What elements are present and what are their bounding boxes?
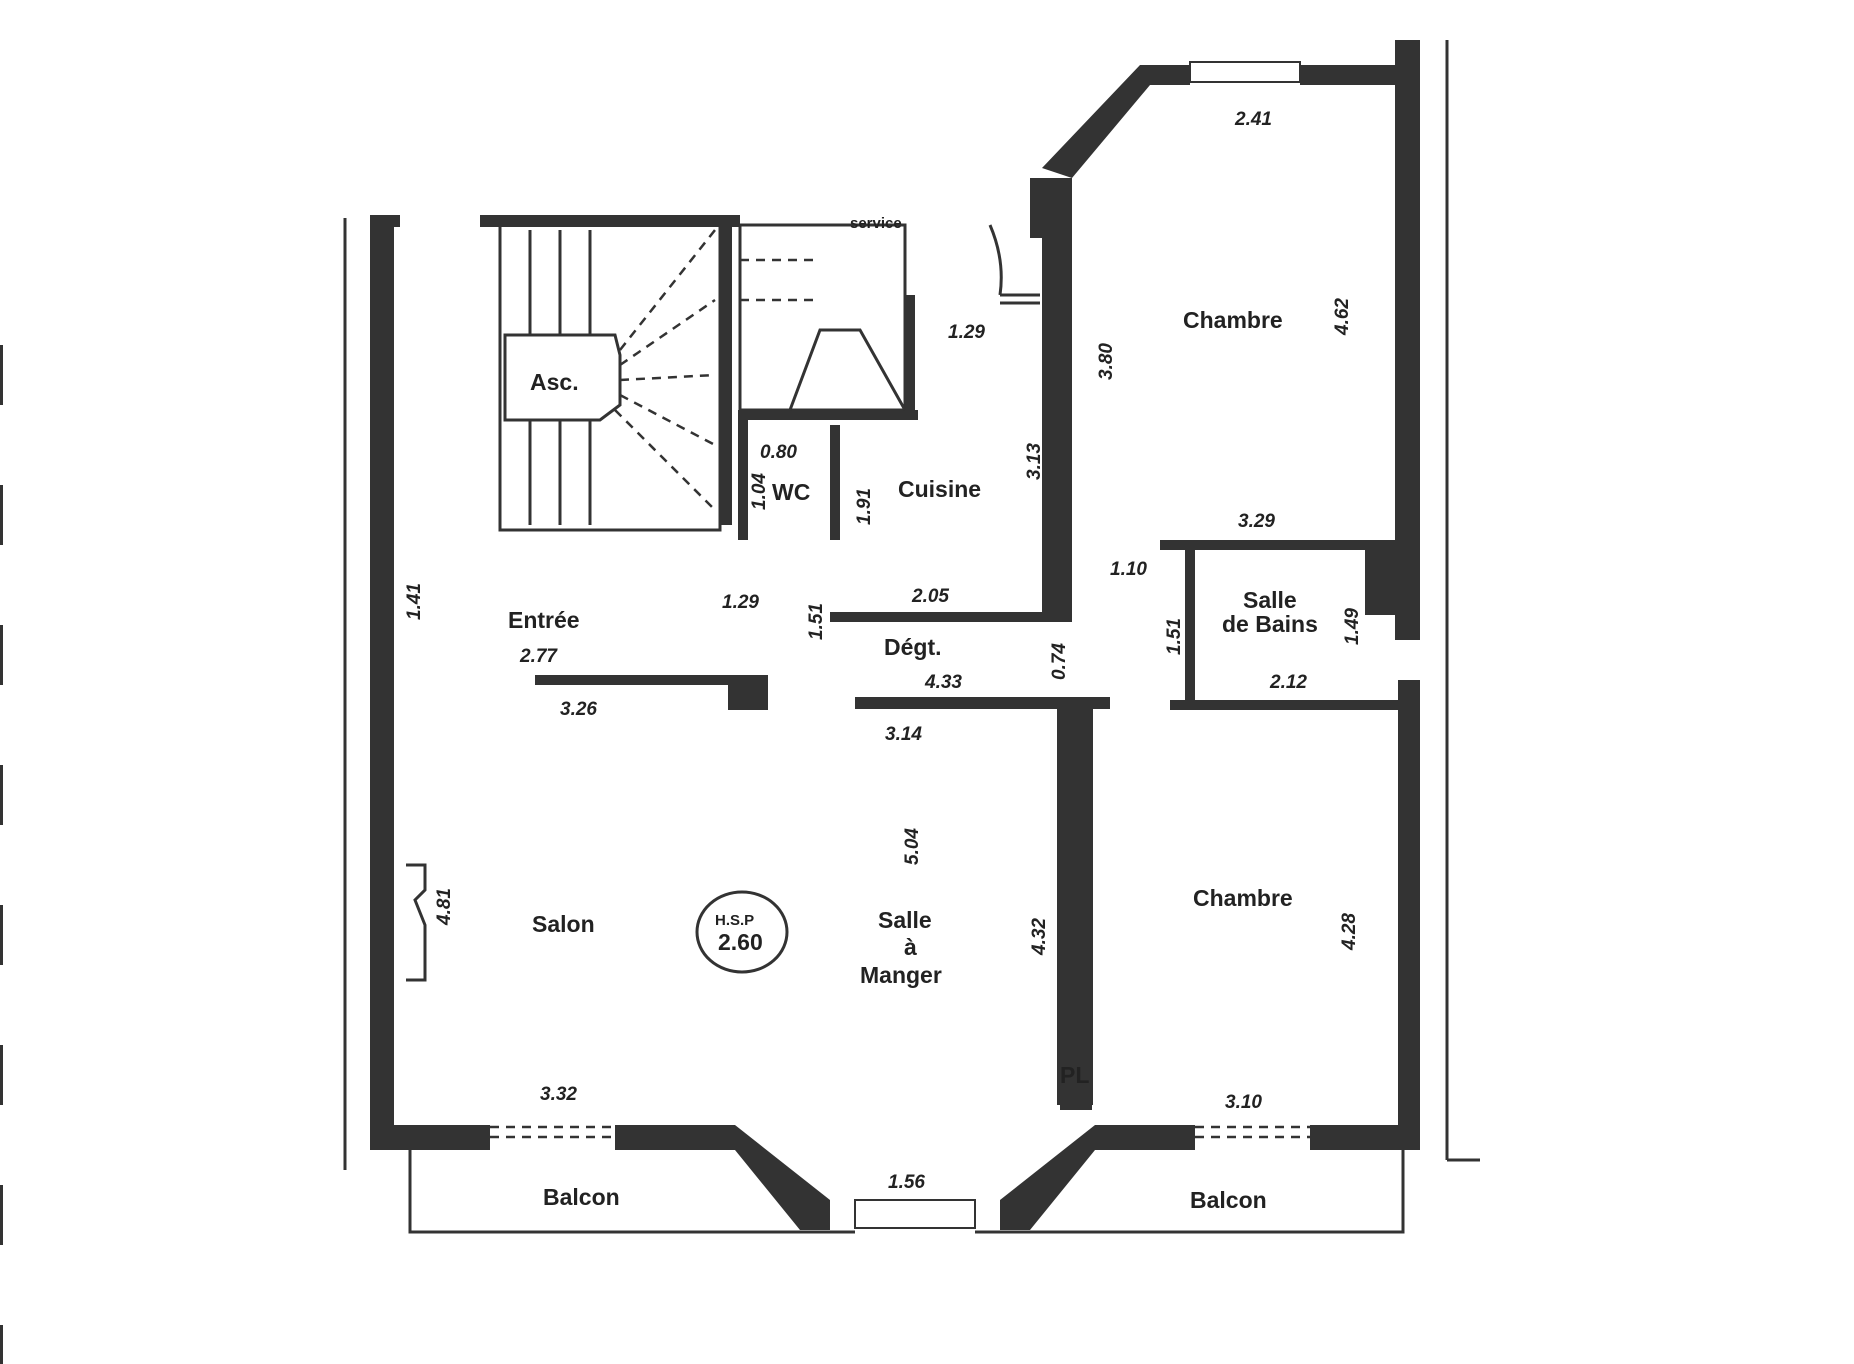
room-label-chambre-top: Chambre: [1183, 307, 1283, 333]
dimension-3-14: 3.14: [885, 724, 922, 745]
room-label-balcon-right: Balcon: [1190, 1187, 1267, 1213]
dimension-1-51-left: 1.51: [806, 603, 827, 640]
room-label-salle-de-bains-1: Salle: [1243, 587, 1297, 613]
room-label-salon: Salon: [532, 911, 595, 937]
ceiling-height-badge: H.S.P 2.60: [695, 890, 789, 974]
windows: [490, 61, 1310, 1229]
dimension-2-05: 2.05: [911, 586, 949, 607]
room-label-entree: Entrée: [508, 607, 580, 633]
dimension-1-41: 1.41: [404, 583, 425, 620]
room-label-degt: Dégt.: [884, 634, 942, 660]
dimension-4-32: 4.32: [1029, 918, 1050, 956]
room-label-service: service: [850, 215, 902, 232]
room-label-cuisine: Cuisine: [898, 476, 981, 502]
dimension-2-77: 2.77: [519, 646, 558, 667]
dimension-4-62: 4.62: [1332, 298, 1353, 336]
dimension-1-91: 1.91: [854, 488, 875, 525]
dimension-1-10: 1.10: [1110, 559, 1147, 580]
walls: [370, 40, 1420, 1230]
dimension-4-33: 4.33: [924, 672, 962, 693]
dimension-0-74: 0.74: [1049, 643, 1070, 680]
dimension-2-41: 2.41: [1234, 109, 1272, 130]
scan-margin-marks: [0, 345, 3, 1364]
dimension-4-28: 4.28: [1339, 913, 1360, 951]
dimension-1-51-right: 1.51: [1164, 618, 1185, 655]
dimension-1-56: 1.56: [888, 1172, 925, 1193]
ceiling-height-value: 2.60: [718, 929, 763, 955]
room-label-salle-a-manger-3: Manger: [860, 962, 942, 988]
dimension-3-32: 3.32: [540, 1084, 577, 1105]
room-label-salle-a-manger-1: Salle: [878, 907, 932, 933]
room-label-balcon-left: Balcon: [543, 1184, 620, 1210]
dimension-3-80: 3.80: [1096, 343, 1117, 380]
dimension-4-81: 4.81: [434, 888, 455, 926]
dimension-3-29: 3.29: [1238, 511, 1275, 532]
room-label-salle-a-manger-2: à: [904, 934, 917, 960]
dimension-2-12: 2.12: [1269, 672, 1307, 693]
dimension-3-26: 3.26: [560, 699, 597, 720]
dimension-5-04: 5.04: [902, 828, 923, 865]
outer-lines: [343, 40, 1480, 1170]
doors: [406, 224, 1040, 982]
dimension-3-13: 3.13: [1024, 443, 1045, 480]
dimension-1-49: 1.49: [1342, 608, 1363, 645]
ceiling-height-label: H.S.P: [715, 912, 754, 929]
dimension-0-80: 0.80: [760, 442, 797, 463]
dimension-1-29-top: 1.29: [948, 322, 985, 343]
stairs: [498, 223, 907, 532]
room-label-pl: PL: [1060, 1062, 1089, 1088]
room-label-asc: Asc.: [530, 369, 579, 395]
dimension-1-04: 1.04: [749, 473, 770, 510]
room-label-salle-de-bains-2: de Bains: [1222, 611, 1318, 637]
room-label-wc: WC: [772, 479, 810, 505]
dimension-1-29-mid: 1.29: [722, 592, 759, 613]
balconies: [408, 1150, 1405, 1234]
dimension-3-10: 3.10: [1225, 1092, 1262, 1113]
room-label-chambre-bottom: Chambre: [1193, 885, 1293, 911]
